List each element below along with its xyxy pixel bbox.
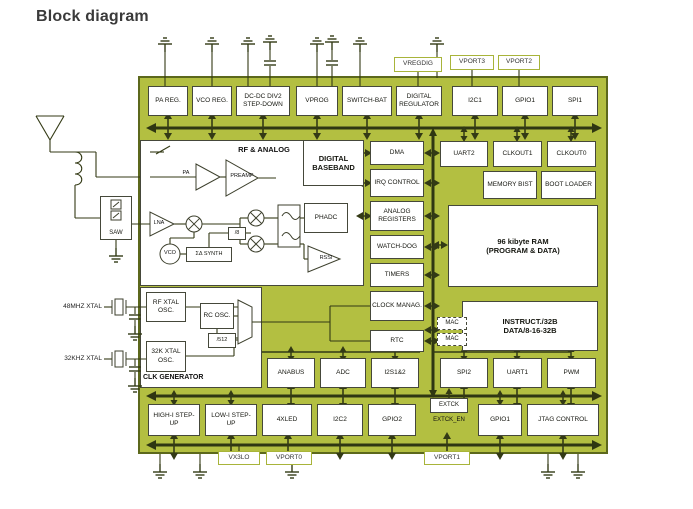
ground-icon bbox=[429, 37, 445, 53]
block-mac-a: MAC bbox=[437, 317, 467, 330]
block-pwm: PWM bbox=[547, 358, 596, 388]
rf-analog-title: RF & ANALOG bbox=[238, 145, 290, 154]
block-clkout0: CLKOUT0 bbox=[547, 141, 596, 167]
lna-label: LNA bbox=[153, 220, 165, 226]
ground-icon bbox=[262, 35, 278, 51]
preamp-label: PREAMP bbox=[230, 173, 254, 179]
xtal-48mhz-label: 48MHZ XTAL bbox=[63, 303, 102, 310]
pin-vport1: VPORT1 bbox=[424, 451, 470, 465]
ground-icon bbox=[192, 463, 208, 479]
block-pa-reg: PA REG. bbox=[148, 86, 188, 116]
block-low-i-stepup: LOW-I STEP-UP bbox=[205, 404, 257, 436]
ground-icon bbox=[284, 463, 300, 479]
ground-icon bbox=[540, 463, 556, 479]
capacitor-icon bbox=[263, 60, 277, 66]
pin-vregdig: VREGDIG bbox=[394, 57, 442, 72]
ground-icon bbox=[240, 37, 256, 53]
block-rtc: RTC bbox=[370, 330, 424, 352]
saw-label: SAW bbox=[109, 229, 123, 236]
ram-line1: 96 kibyte RAM bbox=[497, 236, 549, 246]
block-digital-regulator: DIGITAL REGULATOR bbox=[396, 86, 442, 116]
block-extck: EXTCK bbox=[430, 398, 468, 413]
page-title: Block diagram bbox=[36, 8, 149, 25]
block-instruct-data: INSTRUCT./32B DATA/8-16-32B bbox=[462, 301, 598, 351]
block-rc-osc: RC OSC. bbox=[200, 303, 234, 329]
ground-icon bbox=[204, 37, 220, 53]
block-clock-manag: CLOCK MANAG. bbox=[370, 291, 424, 321]
block-dma: DMA bbox=[370, 141, 424, 165]
instruct-line2: DATA/8-16-32B bbox=[503, 326, 557, 335]
block-i2s: I2S1&2 bbox=[371, 358, 419, 388]
block-adc: ADC bbox=[320, 358, 366, 388]
pin-vport2: VPORT2 bbox=[498, 55, 540, 70]
block-i2c1: I2C1 bbox=[452, 86, 498, 116]
block-analog-registers: ANALOG REGISTERS bbox=[370, 201, 424, 231]
ground-icon bbox=[352, 37, 368, 53]
block-sd-synth: ΣΔ SYNTH bbox=[186, 247, 232, 262]
block-spi1: SPI1 bbox=[552, 86, 598, 116]
block-32k-xtal-osc: 32K XTAL OSC. bbox=[146, 341, 186, 372]
block-div512: /512 bbox=[208, 333, 236, 348]
block-digital-baseband: DIGITAL BASEBAND bbox=[303, 140, 364, 186]
block-irq-control: IRQ CONTROL bbox=[370, 169, 424, 197]
ram-line2: (PROGRAM & DATA) bbox=[486, 246, 560, 255]
block-vco-reg: VCO REG. bbox=[192, 86, 232, 116]
block-high-i-stepup: HIGH-I STEP-UP bbox=[148, 404, 200, 436]
block-spi2: SPI2 bbox=[440, 358, 488, 388]
block-timers: TIMERS bbox=[370, 263, 424, 287]
saw-filter-icon bbox=[110, 199, 122, 221]
instruct-line1: INSTRUCT./32B bbox=[502, 316, 558, 326]
vco-label: VCO bbox=[164, 250, 176, 256]
pin-vport0: VPORT0 bbox=[266, 451, 312, 465]
block-dcdc-stepdown: DC-DC DIV2 STEP-DOWN bbox=[236, 86, 290, 116]
block-watchdog: WATCH-DOG bbox=[370, 235, 424, 259]
block-gpio1-bottom: GPIO1 bbox=[478, 404, 522, 436]
block-boot-loader: BOOT LOADER bbox=[541, 171, 596, 199]
pin-vport3: VPORT3 bbox=[450, 55, 494, 70]
ground-icon bbox=[570, 463, 586, 479]
block-rf-xtal-osc: RF XTAL OSC. bbox=[146, 292, 186, 322]
pa-label: PA bbox=[182, 170, 190, 176]
block-ram: 96 kibyte RAM (PROGRAM & DATA) bbox=[448, 205, 598, 287]
capacitor-icon bbox=[325, 60, 339, 66]
block-anabus: ANABUS bbox=[267, 358, 315, 388]
block-saw: SAW bbox=[100, 196, 132, 240]
ground-icon bbox=[309, 37, 325, 53]
pin-vx3lo: VX3LO bbox=[218, 451, 260, 465]
block-i2c2: I2C2 bbox=[317, 404, 363, 436]
ground-icon bbox=[108, 247, 124, 263]
block-clkout1: CLKOUT1 bbox=[493, 141, 542, 167]
block-switch-bat: SWITCH-BAT bbox=[342, 86, 392, 116]
block-vprog: VPROG bbox=[296, 86, 338, 116]
block-phadc: PHADC bbox=[304, 203, 348, 233]
block-memory-bist: MEMORY BIST bbox=[483, 171, 537, 199]
ground-icon bbox=[157, 37, 173, 53]
ground-icon bbox=[324, 35, 340, 51]
block-gpio1-top: GPIO1 bbox=[502, 86, 548, 116]
xtal-32khz-label: 32KHZ XTAL bbox=[64, 355, 102, 362]
block-mac-b: MAC bbox=[437, 333, 467, 346]
block-4xled: 4XLED bbox=[262, 404, 312, 436]
block-uart2: UART2 bbox=[440, 141, 488, 167]
block-uart1: UART1 bbox=[493, 358, 542, 388]
block-gpio2: GPIO2 bbox=[368, 404, 416, 436]
crystal-48m-icon bbox=[114, 298, 124, 316]
block-jtag-control: JTAG CONTROL bbox=[527, 404, 599, 436]
rssi-label: RSSI bbox=[319, 255, 333, 261]
crystal-32k-icon bbox=[114, 350, 124, 368]
clk-generator-title: CLK GENERATOR bbox=[143, 374, 204, 381]
extck-en-label: EXTCK_EN bbox=[433, 417, 465, 423]
block-div8: /8 bbox=[228, 227, 246, 240]
ground-icon bbox=[152, 463, 168, 479]
